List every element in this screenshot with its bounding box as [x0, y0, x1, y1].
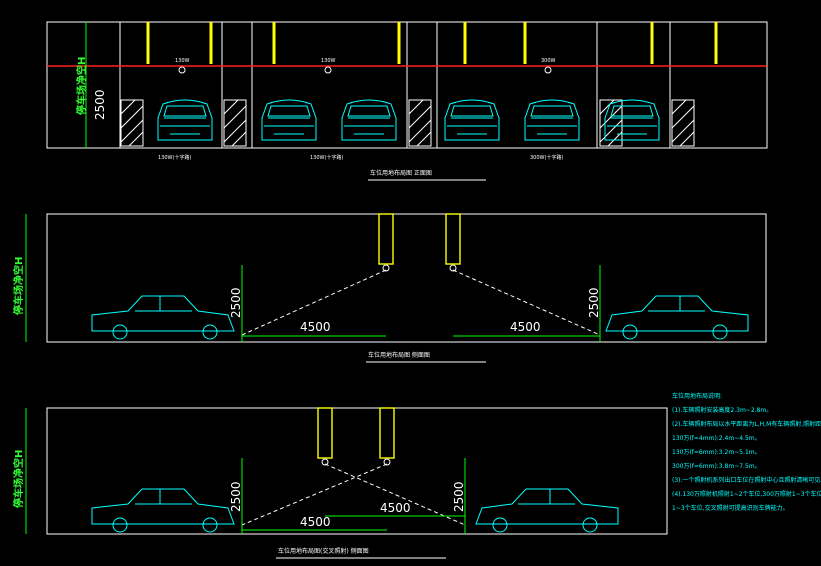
camera-icon	[382, 264, 390, 272]
car-front	[261, 99, 317, 141]
camera-icon	[324, 66, 332, 74]
camera-icon	[178, 66, 186, 74]
car-wheel	[492, 517, 508, 533]
front-cars	[157, 99, 660, 141]
notes-heading: 车位用地布局说明:	[672, 392, 722, 400]
pillar-hatch	[223, 99, 247, 147]
pillar-hatch	[671, 99, 695, 147]
power-label: 130W(十字路)	[158, 154, 191, 161]
power-label: 300W(十字路)	[530, 154, 563, 161]
note-line: 1~3个车位,交叉照射可提高识别车牌能力。	[672, 504, 789, 512]
car-wheel	[712, 324, 728, 340]
note-line: (1).车辆照射安装高度2.3m~2.8m。	[672, 406, 772, 414]
car-front	[157, 99, 213, 141]
side-view-2: 停车场净空H 2500 2500 4500 4500 车位用地布局图(交叉照射)…	[12, 407, 668, 559]
note-line: 130万(f=4mm):2.4m~4.5m。	[672, 435, 761, 442]
camera-icon	[449, 264, 457, 272]
lamp-label: 300W	[541, 58, 556, 64]
car-wheel	[202, 517, 218, 533]
side-view-2-title: 车位用地布局图(交叉照射) 侧面图	[278, 547, 369, 555]
hanging-lamp	[379, 407, 395, 459]
pillar-hatch	[599, 99, 623, 147]
vertical-dimension-left: 2500	[229, 481, 243, 512]
front-view-title: 车位用地布局图 正面图	[370, 169, 432, 177]
camera-icon	[544, 66, 552, 74]
vertical-dimension: 2500	[93, 89, 107, 120]
note-line: 300万(f=6mm):3.8m~7.5m。	[672, 463, 761, 470]
car-front	[444, 99, 500, 141]
car-front	[524, 99, 580, 141]
camera-icon	[383, 458, 391, 466]
car-side	[91, 488, 235, 525]
lamp-posts	[146, 22, 718, 64]
vertical-dimension-right: 2500	[452, 481, 466, 512]
camera-icon	[321, 458, 329, 466]
car-side	[91, 295, 235, 332]
hanging-lamp	[445, 213, 461, 265]
car-side	[605, 295, 749, 332]
horizontal-dimension-right: 4500	[380, 501, 411, 515]
notes: 车位用地布局说明: (1).车辆照射安装高度2.3m~2.8m。 (2).车辆照…	[672, 392, 821, 512]
car-front	[341, 99, 397, 141]
height-label: 停车场净空H	[12, 450, 25, 508]
power-label: 130W(十字路)	[310, 154, 343, 161]
side-view-1-title: 车位用地布局图 侧面图	[368, 351, 430, 359]
height-label: 停车场净空H	[75, 57, 88, 115]
pillar-hatch	[120, 99, 144, 147]
car-wheel	[582, 517, 598, 533]
note-line: (3).一个照射机系列出口车位在照射中心且照射清晰可见。	[672, 476, 821, 484]
cameras-front	[178, 66, 552, 74]
lamp-label: 130W	[321, 58, 336, 64]
front-view: 130W 130W 300W 停车场净空H 2500 130W(十字路) 130…	[46, 21, 768, 181]
hanging-lamp	[378, 213, 394, 265]
pillar-hatch	[408, 99, 432, 147]
sight-line	[241, 463, 388, 526]
lamp-label: 130W	[175, 58, 190, 64]
note-line: (4).130万照射机照射1~2个车位,300万照射1~3个车位。	[672, 490, 821, 498]
hatch-lines	[120, 99, 695, 147]
car-side	[475, 488, 619, 525]
car-wheel	[622, 324, 638, 340]
side-view-1: 停车场净空H 2500 2500 4500 4500 车位用地布局图 侧面图	[12, 213, 767, 363]
side-view-frame	[46, 407, 668, 535]
sight-line	[452, 269, 601, 336]
sight-line	[324, 463, 466, 526]
vertical-dimension-right: 2500	[587, 287, 601, 318]
car-wheel	[202, 324, 218, 340]
horizontal-dimension-left: 4500	[300, 515, 331, 529]
hanging-lamp	[317, 407, 333, 459]
vertical-dimension-left: 2500	[229, 287, 243, 318]
horizontal-dimension-right: 4500	[510, 320, 541, 334]
note-line: (2).车辆照射布局以水平距离为L,H,M有车辆照射,照射距离推荐值:	[672, 420, 821, 428]
hatched-pillars	[120, 99, 695, 147]
car-wheel	[112, 324, 128, 340]
note-line: 130万(f=6mm):3.2m~5.1m。	[672, 449, 761, 456]
sight-line	[241, 269, 387, 336]
height-label: 停车场净空H	[12, 257, 25, 315]
car-wheel	[112, 517, 128, 533]
side-view-frame	[46, 213, 767, 343]
car-front	[604, 99, 660, 141]
horizontal-dimension-left: 4500	[300, 320, 331, 334]
